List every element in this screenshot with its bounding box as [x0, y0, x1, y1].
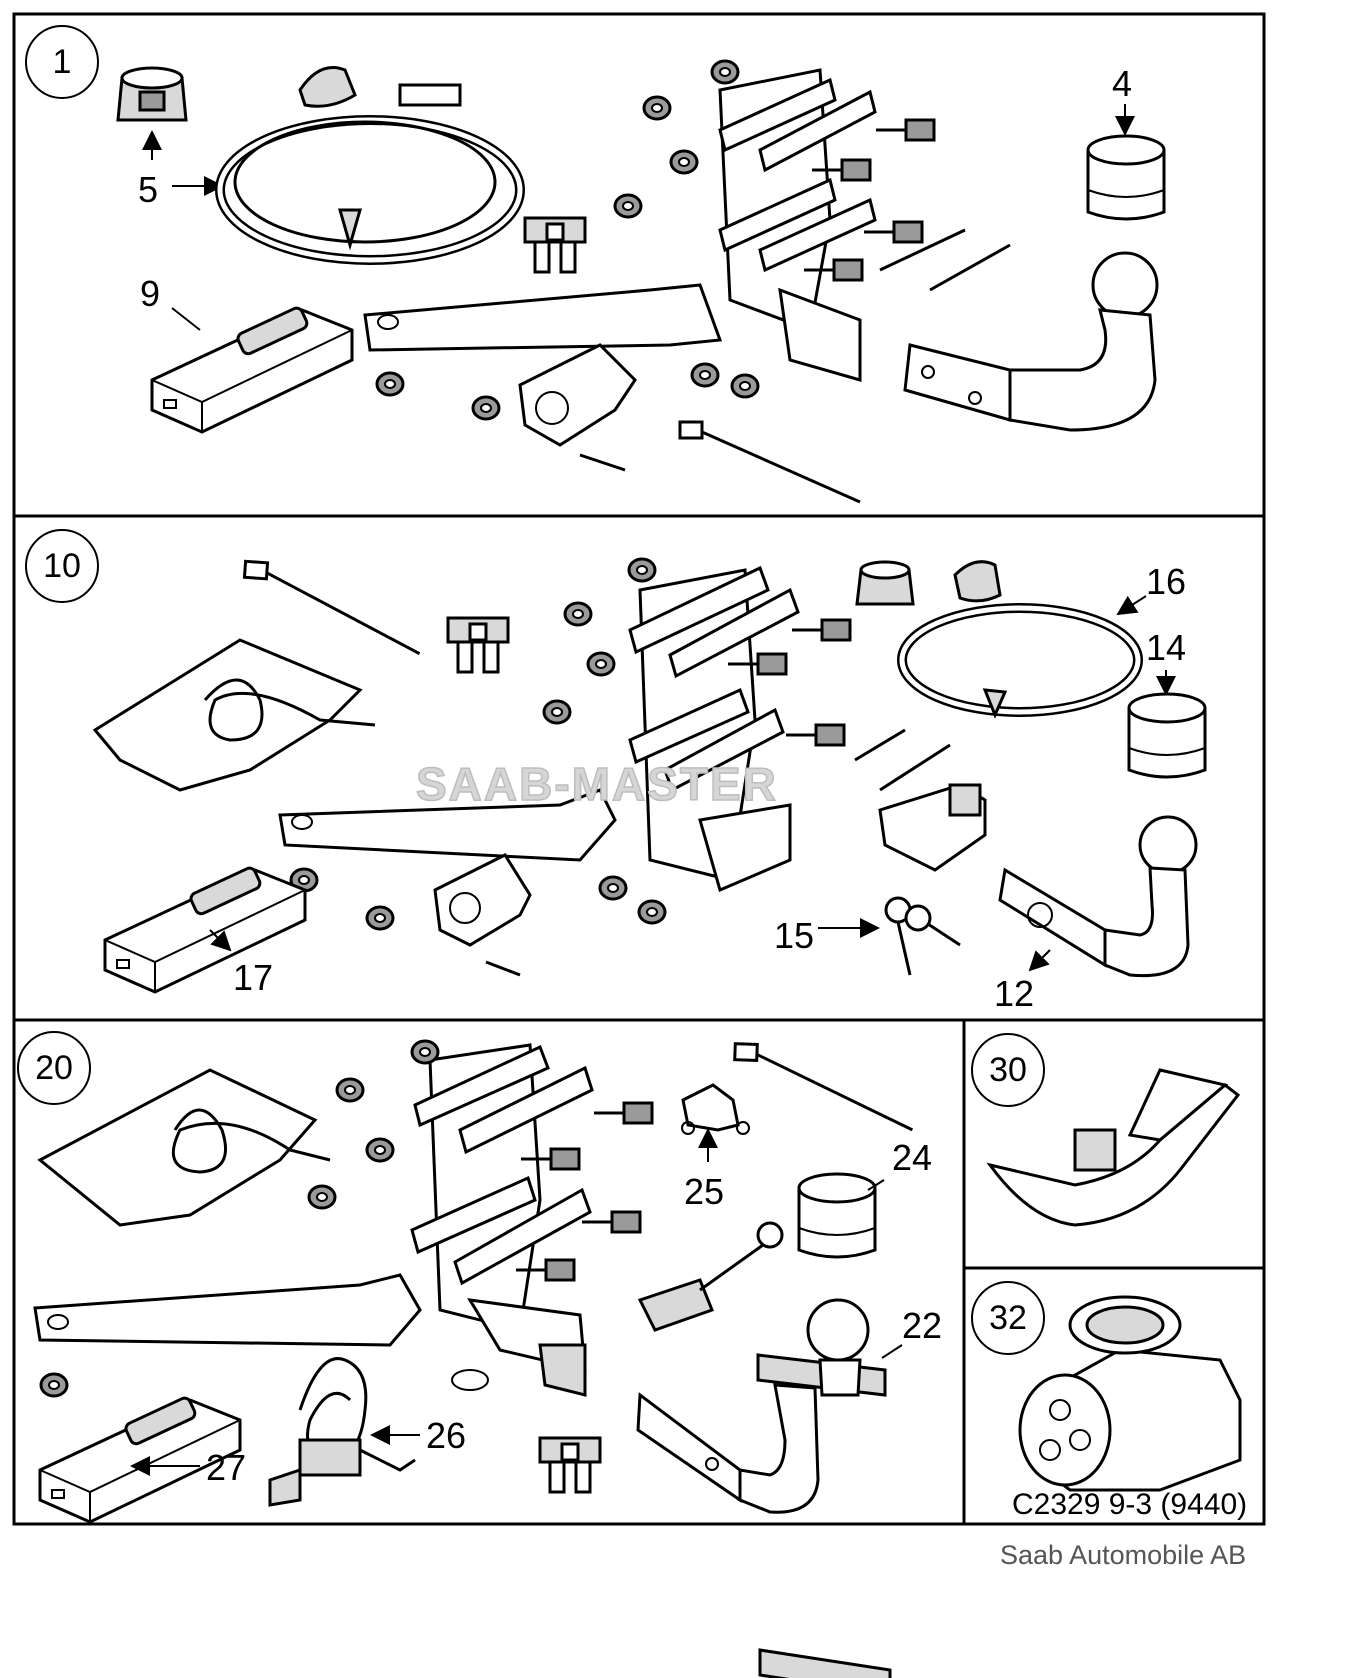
- panel-number: 1: [53, 43, 72, 81]
- callout-4: 4: [1112, 63, 1132, 104]
- callout-12: 12: [994, 973, 1034, 1014]
- callout-26: 26: [426, 1415, 466, 1456]
- fasteners: [375, 59, 1011, 472]
- callout-22: 22: [902, 1305, 942, 1346]
- cable-tie: [678, 420, 862, 504]
- watermark: SAAB-MASTER: [416, 758, 778, 810]
- tow-ball: [758, 1648, 892, 1678]
- panel-number-badge: [971, 1033, 1045, 1107]
- copyright-credit: Saab Automobile AB: [1000, 1540, 1246, 1570]
- tow-ball-22: [636, 1298, 887, 1514]
- panel-20: 20: [17, 1031, 942, 1678]
- pin-with-sleeve: [637, 1221, 784, 1332]
- panel-number: 20: [35, 1049, 73, 1087]
- wiring-loom: [268, 1357, 416, 1507]
- tow-ball: [998, 815, 1198, 978]
- keys: [884, 896, 961, 976]
- panel-number-badge: [25, 25, 99, 99]
- tow-ball: [903, 251, 1159, 432]
- wiring-harness: [855, 560, 1143, 719]
- diagram-frame: [12, 12, 1266, 1526]
- adapter-socket: [1018, 1295, 1242, 1492]
- callout-9: 9: [140, 273, 160, 314]
- panel-number-badge: [17, 1031, 91, 1105]
- wiring-harness: [215, 66, 525, 265]
- socket-cover: [116, 66, 188, 122]
- tow-ball-cap: [1127, 692, 1207, 779]
- control-module: [103, 864, 307, 994]
- control-module: [150, 304, 354, 434]
- fuse: [538, 1436, 602, 1494]
- callout-16: 16: [1146, 561, 1186, 602]
- accessory-bag: [92, 638, 376, 792]
- panel-30: 30: [971, 1033, 1241, 1227]
- tow-bar-arm: [278, 788, 617, 862]
- socket-plate: [433, 853, 532, 947]
- mounting-bracket: [628, 565, 800, 893]
- callout-17: 17: [233, 957, 273, 998]
- connector: [681, 1083, 750, 1135]
- fuse: [523, 216, 587, 274]
- cable-tie: [238, 559, 427, 656]
- callout-25: 25: [684, 1171, 724, 1212]
- tow-ball-cap: [797, 1172, 877, 1259]
- panel-number-badge: [971, 1281, 1045, 1355]
- socket-plate: [518, 343, 637, 447]
- panel-number-badge: [25, 529, 99, 603]
- bumper-cover: [986, 1068, 1241, 1227]
- panel-32: 32 C2329 9-3 (9440): [971, 1281, 1247, 1521]
- accessory-bag: [37, 1068, 331, 1227]
- callout-27: 27: [206, 1447, 246, 1488]
- drawing-code: C2329 9-3 (9440): [1012, 1488, 1247, 1521]
- panel-1: 1 5 9: [25, 25, 1166, 504]
- panel-number: 32: [989, 1299, 1027, 1337]
- towing-eye: [451, 1369, 489, 1391]
- cable-tie: [730, 1042, 917, 1132]
- callout-14: 14: [1146, 627, 1186, 668]
- mounting-bracket: [718, 68, 877, 382]
- tow-bar-arm: [363, 283, 723, 352]
- tow-ball-cap: [1086, 134, 1166, 221]
- callout-24: 24: [892, 1137, 932, 1178]
- tow-bar-arm: [33, 1273, 422, 1347]
- panel-10: 10: [25, 529, 1207, 1014]
- panel-number: 30: [989, 1051, 1027, 1089]
- lock-assembly: [878, 783, 987, 872]
- mounting-bracket: [410, 1043, 594, 1397]
- fuse: [446, 616, 510, 674]
- fasteners: [289, 557, 951, 977]
- callout-15: 15: [774, 915, 814, 956]
- panel-number: 10: [43, 547, 81, 585]
- callout-5: 5: [138, 169, 158, 210]
